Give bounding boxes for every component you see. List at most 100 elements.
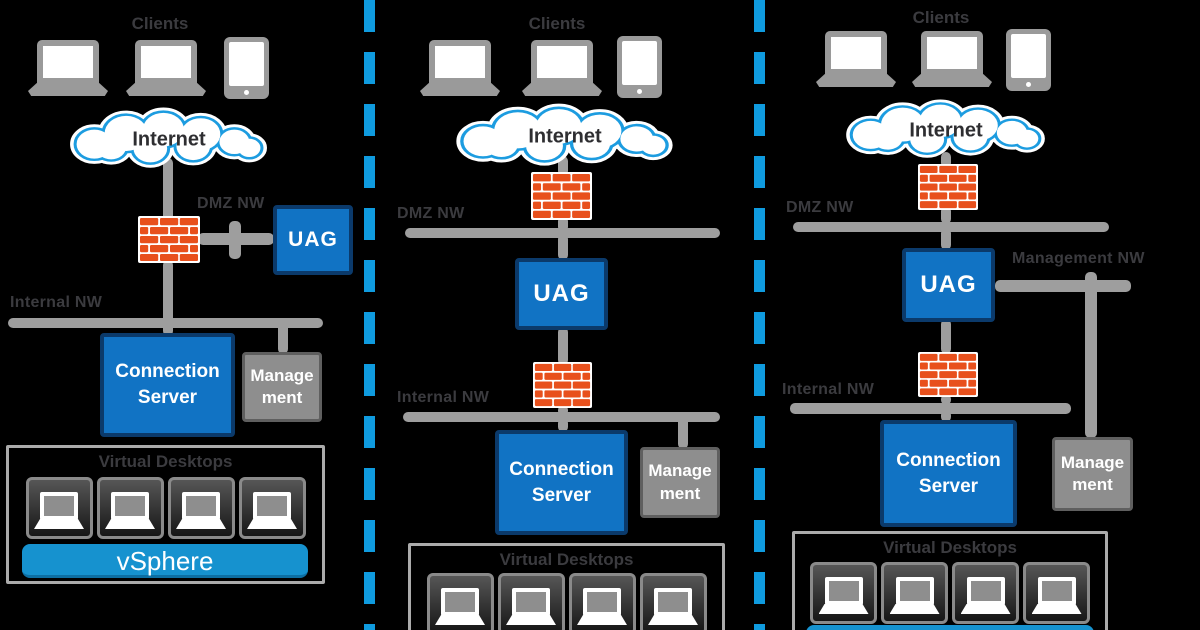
virtual-desktop-icon: [96, 477, 164, 539]
p1-clients-label: Clients: [131, 14, 189, 33]
p1-virtual-desktops-label: Virtual Desktops: [98, 452, 233, 471]
p2-uag-box: UAG: [515, 258, 608, 330]
internet-cloud-icon: Internet: [833, 98, 1059, 160]
p3-management-line2: ment: [1072, 475, 1113, 494]
internet-cloud-icon: Internet: [442, 102, 688, 168]
p2-virtual-desktops-box: Virtual Desktops: [408, 543, 725, 630]
tablet-icon: [617, 36, 662, 98]
firewall-icon: [918, 352, 978, 397]
p3-virtual-desktops-label: Virtual Desktops: [883, 538, 1017, 557]
virtual-desktop-icon: [810, 562, 877, 624]
laptop-icon: [912, 31, 992, 87]
virtual-desktop-icon: [639, 573, 707, 630]
p2-management-line1: Manage: [648, 461, 712, 481]
p3-uag-box: UAG: [902, 248, 995, 322]
laptop-icon: [420, 40, 500, 96]
p3-firewall-dmz-line: [941, 206, 951, 224]
p3-uag-label: UAG: [920, 270, 977, 298]
p2-internal-nw-line: [403, 412, 720, 422]
laptop-icon: [28, 40, 108, 96]
p3-uag-firewall-line: [941, 319, 951, 354]
p1-cloud-firewall-line: [163, 158, 173, 222]
p1-vsphere-label: vSphere: [116, 546, 214, 576]
p2-firewall-internal-line: [558, 405, 568, 416]
p3-dmz-nw-label: DMZ NW: [786, 199, 854, 216]
p3-uag-management-line: [995, 280, 1131, 292]
p2-firewall-dmz-line: [558, 216, 568, 232]
p2-internal-cs-line: [558, 418, 568, 432]
p3-connection-server-line2: Server: [918, 475, 979, 497]
p2-connection-server-line1: Connection: [509, 458, 614, 480]
p2-connection-server-box: Connection Server: [495, 430, 628, 535]
p2-uag-label: UAG: [533, 279, 590, 307]
virtual-desktop-icon: [167, 477, 235, 539]
p3-connection-server-line1: Connection: [896, 449, 1001, 471]
p2-cloud-firewall-line: [558, 156, 568, 176]
p1-internet-label: Internet: [132, 128, 206, 151]
p1-management-line2: ment: [261, 388, 303, 407]
p3-firewall-internal-line: [941, 394, 951, 405]
p1-management-drop-line: [278, 322, 288, 354]
p1-internal-nw-line: [8, 318, 323, 328]
p3-desktop-tiles: [795, 562, 1105, 624]
p1-firewall-internal-line: [163, 260, 173, 336]
tablet-icon: [224, 37, 269, 99]
p3-management-line1: Manage: [1060, 452, 1125, 472]
p2-desktop-tiles: [411, 573, 722, 630]
p3-internal-nw-line: [790, 403, 1071, 414]
p1-connection-server-line1: Connection: [115, 361, 220, 383]
internet-cloud-icon: Internet: [57, 106, 281, 170]
p3-connection-server-box: Connection Server: [880, 420, 1017, 527]
panel-separator-1: [364, 0, 375, 630]
laptop-icon: [126, 40, 206, 96]
p1-vsphere-bar: vSphere: [22, 544, 308, 578]
p2-dmz-nw-label: DMZ NW: [397, 205, 465, 222]
p1-management-box: Manage ment: [242, 352, 322, 422]
p1-management-line1: Manage: [250, 365, 314, 385]
virtual-desktop-icon: [25, 477, 93, 539]
p2-internet-label: Internet: [528, 125, 602, 148]
p1-connection-server-box: Connection Server: [100, 333, 235, 437]
p1-uag-label: UAG: [288, 227, 338, 251]
p2-management-line2: ment: [659, 483, 701, 503]
p3-management-nw-label: Management NW: [1012, 250, 1145, 267]
p1-dmz-nw-label: DMZ NW: [197, 195, 265, 212]
virtual-desktop-icon: [881, 562, 948, 624]
p1-virtual-desktops-box: Virtual Desktops vSphere: [6, 445, 325, 584]
p2-connection-server-line2: Server: [531, 484, 592, 506]
p1-dmz-segment-line: [229, 221, 241, 259]
p1-connection-server-line2: Server: [137, 387, 198, 408]
p1-internal-nw-label: Internal NW: [10, 294, 103, 311]
tablet-icon: [1006, 29, 1051, 91]
p3-vsphere-bar: [806, 625, 1094, 630]
p2-uag-firewall-line: [558, 327, 568, 365]
p1-uag-box: UAG: [273, 205, 353, 275]
p3-virtual-desktops-box: Virtual Desktops: [792, 531, 1108, 630]
laptop-icon: [816, 31, 896, 87]
p3-dmz-nw-line: [793, 222, 1109, 232]
virtual-desktop-icon: [1023, 562, 1090, 624]
p1-desktop-tiles: [9, 477, 322, 539]
p3-internal-nw-label: Internal NW: [782, 381, 875, 398]
p2-internal-nw-label: Internal NW: [397, 389, 490, 406]
p3-clients-label: Clients: [912, 8, 970, 27]
p3-management-nw-line: [1085, 272, 1097, 438]
virtual-desktop-icon: [568, 573, 636, 630]
firewall-icon: [918, 164, 978, 210]
virtual-desktop-icon: [952, 562, 1019, 624]
p3-internet-label: Internet: [909, 119, 983, 142]
p2-dmz-nw-line: [405, 228, 720, 238]
virtual-desktop-icon: [497, 573, 565, 630]
p2-clients-label: Clients: [528, 14, 586, 33]
virtual-desktop-icon: [238, 477, 306, 539]
p3-dmz-uag-line: [941, 228, 951, 250]
panel-separator-2: [754, 0, 765, 630]
p2-management-box: Manage ment: [640, 447, 720, 518]
p3-management-box: Manage ment: [1052, 437, 1133, 511]
laptop-icon: [522, 40, 602, 96]
p2-dmz-uag-line: [558, 234, 568, 260]
